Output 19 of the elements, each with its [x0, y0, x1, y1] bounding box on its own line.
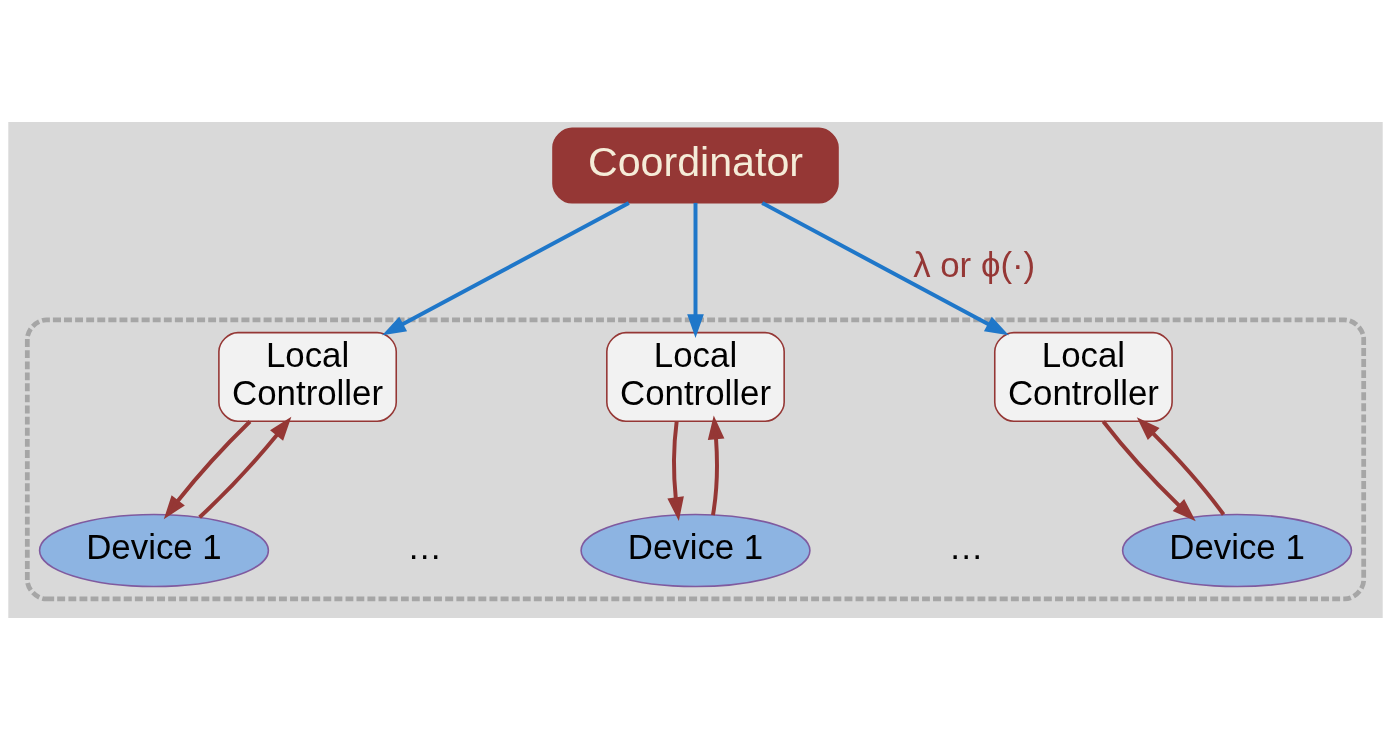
- node-box: Local Controller: [218, 331, 398, 422]
- arrow: [1101, 419, 1196, 521]
- edge-label: λ or ϕ(·): [913, 244, 1036, 284]
- arrow: [687, 202, 704, 338]
- node-box: Local Controller: [606, 331, 785, 422]
- arrow: [198, 416, 292, 519]
- node-box: Coordinator: [552, 127, 839, 204]
- arrow: [1136, 416, 1226, 516]
- label: …: [948, 526, 984, 566]
- arrow: [163, 419, 252, 519]
- label: …: [407, 526, 443, 566]
- arrow: [707, 415, 725, 515]
- arrow: [382, 200, 630, 335]
- node-ellipse: Device 1: [38, 513, 270, 587]
- node-ellipse: Device 1: [580, 513, 811, 587]
- arrow: [761, 200, 1009, 335]
- arrow: [667, 420, 684, 521]
- node-ellipse: Device 1: [1121, 513, 1353, 587]
- node-box: Local Controller: [993, 331, 1173, 422]
